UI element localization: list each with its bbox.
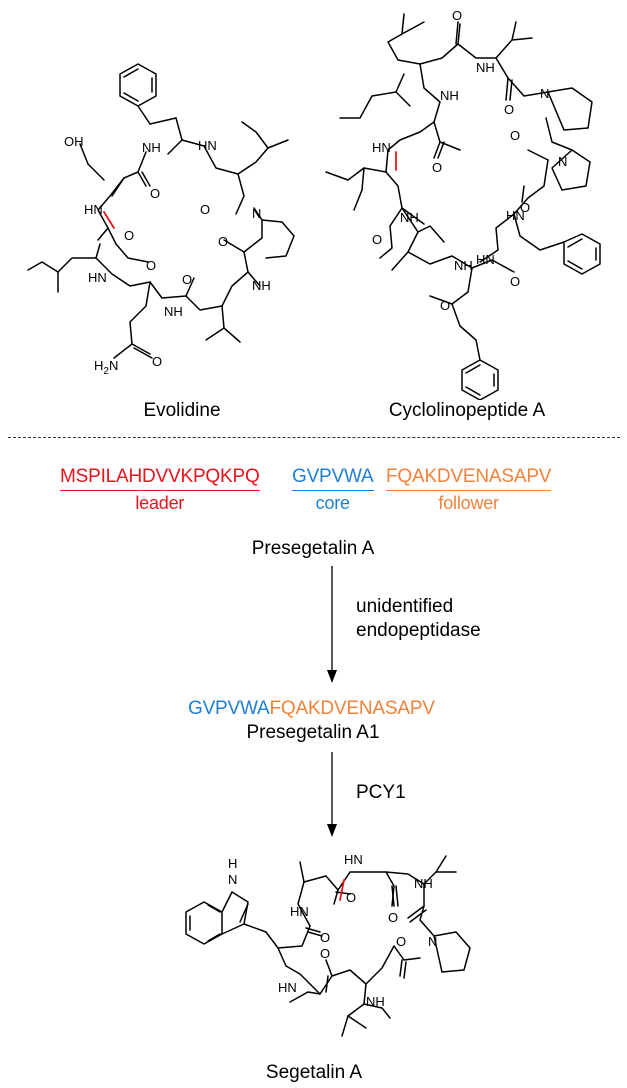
atom-hn-3: HN xyxy=(88,270,107,285)
presegetalin-a1-sequence: GVPVWAFQAKDVENASAPV xyxy=(188,698,435,720)
reaction-arrow-1 xyxy=(327,566,337,683)
a1-core-sequence: GVPVWA xyxy=(188,698,270,719)
section-divider xyxy=(8,437,620,438)
segetalin-a-name: Segetalin A xyxy=(265,1062,363,1083)
presegetalin-a-name: Presegetalin A xyxy=(251,538,375,559)
evolidine-structure: OH NH HN HN O O O N HN O O NH O NH O H2N xyxy=(0,0,310,400)
a1-follower-sequence: FQAKDVENASAPV xyxy=(269,698,435,719)
atom-o-2: O xyxy=(504,102,514,117)
atom-hn-2: HN xyxy=(506,208,525,223)
follower-segment: FQAKDVENASAPV follower xyxy=(386,466,551,514)
atom-hn-2: HN xyxy=(84,202,103,217)
atom-hn-1: HN xyxy=(344,852,363,867)
leader-segment: MSPILAHDVVKPQKPQ leader xyxy=(60,466,260,514)
evolidine-backbone xyxy=(79,117,295,311)
atom-nh-1: NH xyxy=(476,60,495,75)
atom-o-1: O xyxy=(150,186,160,201)
atom-hn-1: HN xyxy=(198,138,217,153)
atom-nh-2: NH xyxy=(366,994,385,1009)
atom-o-2: O xyxy=(124,228,134,243)
atom-o-5: O xyxy=(218,234,228,249)
leucine-side-chain xyxy=(237,121,289,175)
atom-hn-3: HN xyxy=(476,252,495,267)
atom-o-3: O xyxy=(432,160,442,175)
follower-sequence: FQAKDVENASAPV xyxy=(386,466,552,487)
segetalin-structure: H N HN HN O NH O O N HN O O NH xyxy=(170,842,500,1054)
atom-hn-1: HN xyxy=(372,140,391,155)
atom-o-7: O xyxy=(152,354,162,369)
atom-o-5: O xyxy=(520,200,530,215)
core-underline xyxy=(292,490,374,491)
atom-o-2: O xyxy=(388,910,398,925)
evolidine-name: Evolidine xyxy=(143,400,221,421)
presegetalin-a1-name: Presegetalin A1 xyxy=(246,722,380,743)
atom-o-5: O xyxy=(396,934,406,949)
left-leucine-side-chain xyxy=(27,257,97,293)
atom-o-8: O xyxy=(440,298,450,313)
atom-o-6: O xyxy=(182,272,192,287)
step1-enzyme-line2: endopeptidase xyxy=(356,620,481,641)
atom-o-4: O xyxy=(510,128,520,143)
atom-o-4: O xyxy=(146,258,156,273)
atom-nh-1: NH xyxy=(414,876,433,891)
cyclolinopeptide-backbone xyxy=(325,13,601,400)
core-sequence: GVPVWA xyxy=(292,466,374,487)
leader-underline xyxy=(60,490,260,491)
follower-label: follower xyxy=(438,493,499,513)
core-label: core xyxy=(315,493,350,513)
atom-nh-2: NH xyxy=(164,304,183,319)
atom-n-indole: N xyxy=(228,872,237,887)
reaction-arrow-2 xyxy=(327,752,337,837)
atom-nh-3: NH xyxy=(400,210,419,225)
atom-nh-4: NH xyxy=(454,258,473,273)
segetalin-backbone xyxy=(265,855,471,1037)
cyclization-bond xyxy=(103,211,115,229)
atom-n-1: N xyxy=(428,934,437,949)
follower-underline xyxy=(386,490,552,491)
atom-o-6: O xyxy=(372,232,382,247)
atom-o-4: O xyxy=(320,946,330,961)
step1-enzyme-line1: unidentified xyxy=(356,596,454,617)
atom-nh-1: NH xyxy=(142,140,161,155)
atom-hn-3: HN xyxy=(278,980,297,995)
atom-n-1: N xyxy=(540,86,549,101)
indole-ring xyxy=(185,891,267,945)
leader-label: leader xyxy=(135,493,185,513)
atom-hn-2: HN xyxy=(290,904,309,919)
atom-nh-3: NH xyxy=(252,278,271,293)
leader-sequence: MSPILAHDVVKPQKPQ xyxy=(60,466,260,487)
cyclolinopeptide-structure: O NH NH O N HN O O N NH O HN O NH HN O O xyxy=(300,0,627,400)
atom-nh-2: NH xyxy=(440,88,459,103)
valine-side-chain xyxy=(205,305,241,343)
asparagine-side-chain xyxy=(113,281,153,359)
atom-o-1: O xyxy=(346,890,356,905)
core-segment: GVPVWA core xyxy=(292,466,374,514)
atom-n-2: N xyxy=(558,154,567,169)
atom-oh: OH xyxy=(64,134,84,149)
atom-n-1: N xyxy=(252,206,261,221)
atom-o-7: O xyxy=(510,274,520,289)
presegetalin-a-sequence: MSPILAHDVVKPQKPQ leader GVPVWA core FQAK… xyxy=(60,466,580,526)
cyclization-bond xyxy=(339,879,345,901)
atom-h: H xyxy=(228,856,237,871)
atom-o-3: O xyxy=(320,930,330,945)
atom-o-1: O xyxy=(452,8,462,23)
atom-o-3: O xyxy=(200,202,210,217)
phenyl-ring xyxy=(119,63,177,125)
atom-h2n: H2N xyxy=(94,358,118,377)
step2-enzyme: PCY1 xyxy=(356,782,406,803)
cyclolinopeptide-name: Cyclolinopeptide A xyxy=(388,400,546,421)
